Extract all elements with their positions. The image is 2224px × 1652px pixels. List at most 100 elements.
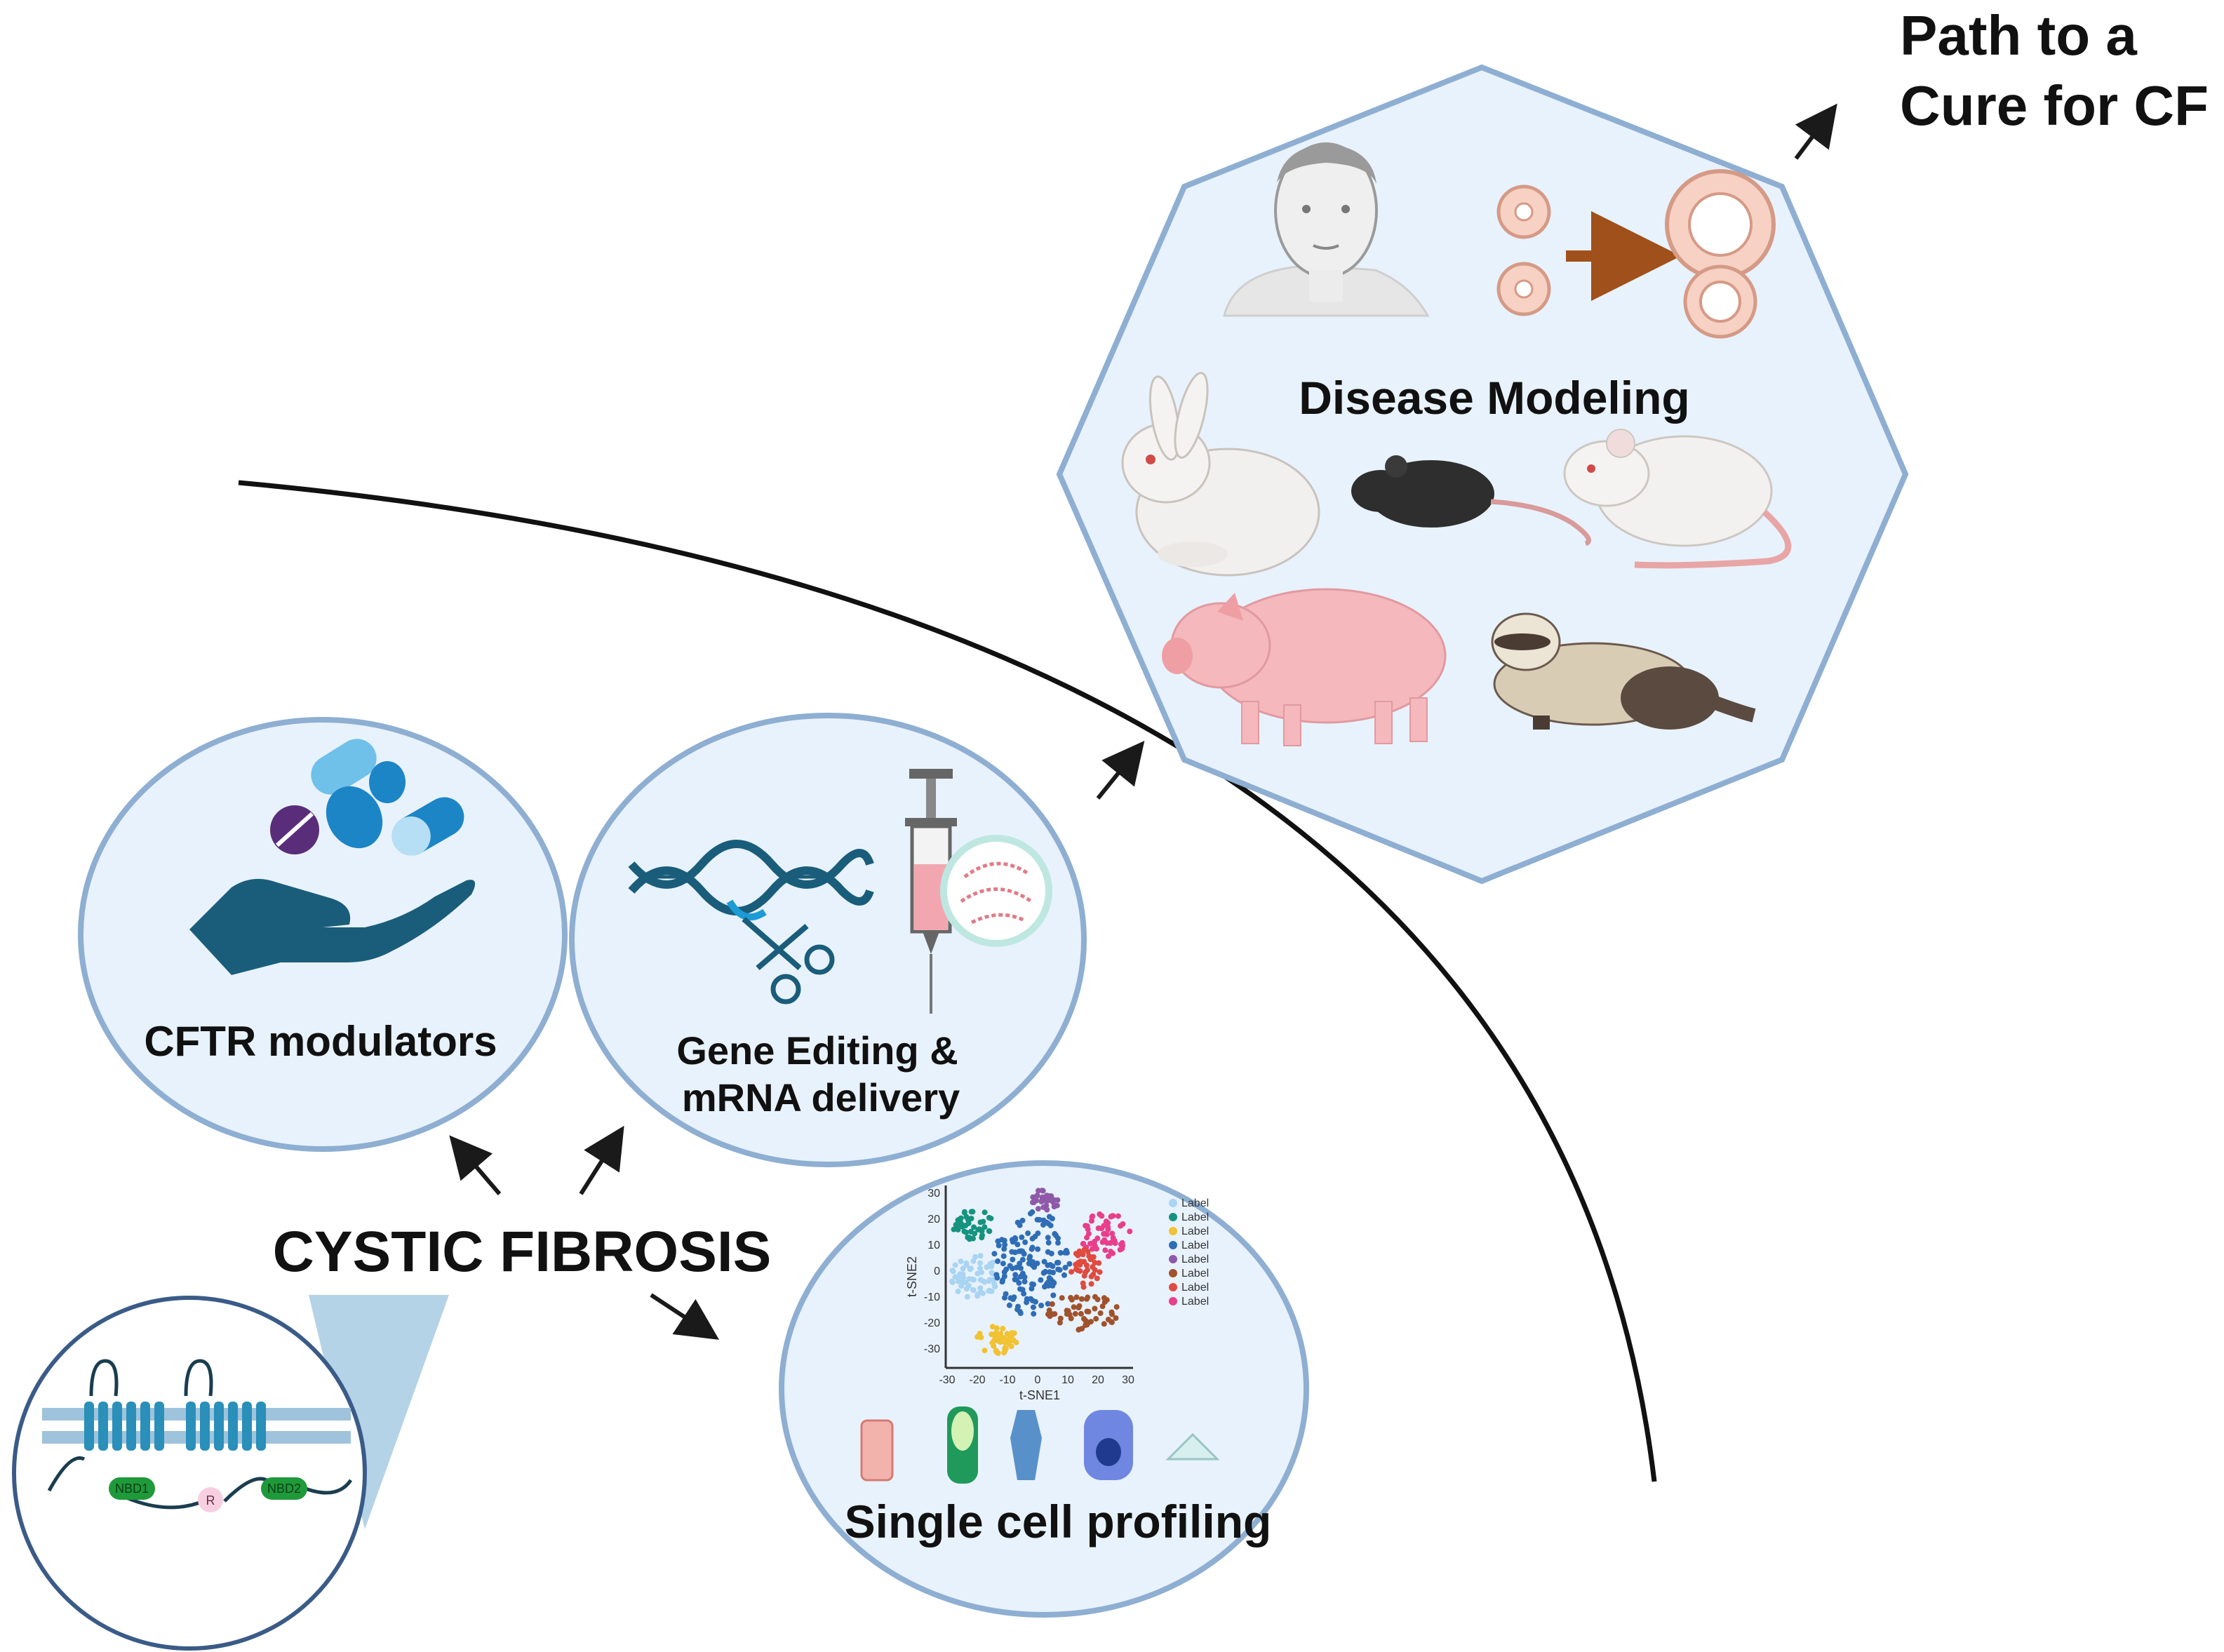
tsne-point [1105,1226,1111,1233]
tsne-point [1029,1235,1036,1242]
tsne-point [1018,1248,1024,1254]
tsne-point [1019,1256,1026,1263]
tsne-point [1092,1294,1098,1300]
tsne-point [1000,1326,1006,1331]
tsne-y-tick: -20 [924,1317,940,1329]
legend-swatch [1169,1255,1177,1263]
tsne-point [1094,1235,1101,1242]
legend-label: Label [1181,1268,1209,1280]
arrow-to-modulators [449,1135,502,1195]
cftr-protein-panel: NBD1 R NBD2 [12,1295,449,1651]
helix-4 [126,1402,136,1451]
tsne-point [958,1258,964,1265]
tsne-point [999,1279,1005,1285]
tsne-points [949,1188,1133,1356]
tsne-point [1085,1294,1091,1301]
tsne-point [1012,1235,1018,1241]
tsne-point [1068,1295,1074,1301]
tsne-point [1080,1280,1086,1287]
tsne-point [1006,1341,1012,1347]
tsne-point [997,1339,1003,1345]
tsne-point [975,1226,982,1233]
tsne-point [1102,1247,1108,1254]
tsne-point [986,1214,992,1221]
tsne-point [1040,1188,1046,1194]
organoid-icon [1496,169,1776,339]
legend-label: Label [1181,1240,1209,1251]
tsne-point [1002,1242,1008,1248]
tsne-point [1030,1194,1036,1200]
tsne-point [979,1232,985,1238]
tsne-point [986,1228,993,1235]
tsne-point [960,1271,966,1277]
tsne-point [1078,1310,1084,1317]
tsne-point [1085,1308,1092,1315]
tsne-point [1029,1281,1035,1287]
tsne-point [1031,1200,1037,1206]
tsne-point [1054,1260,1060,1265]
dna-icon [628,840,874,921]
tsne-point [1014,1306,1021,1312]
tsne-point [956,1224,962,1230]
tsne-point [1064,1311,1070,1317]
tsne-point [1093,1316,1099,1322]
tsne-point [1006,1302,1012,1308]
tsne-point [1092,1259,1098,1265]
secretory-nucleus [1096,1438,1121,1466]
tsne-point [1092,1305,1098,1312]
arrow-to-single-cell [650,1293,720,1340]
tsne-point [982,1224,988,1230]
tsne-point [1057,1250,1064,1256]
tsne-point [1038,1277,1044,1283]
tsne-point [974,1291,981,1298]
tsne-point [1049,1301,1055,1307]
tsne-point [1025,1230,1031,1237]
tsne-x-tick: 30 [1122,1374,1134,1386]
tsne-y-tick: 20 [927,1214,940,1225]
disease-modeling-panel: Disease Modeling [1056,64,1909,885]
legend-swatch [1169,1241,1177,1249]
tsne-point [1096,1260,1102,1266]
tsne-point [1046,1214,1052,1220]
tsne-point [977,1260,984,1266]
helix-6 [154,1402,164,1451]
tsne-point [1075,1267,1081,1273]
legend-label: Label [1181,1197,1209,1209]
tsne-point [958,1215,964,1221]
tsne-point [1062,1265,1069,1270]
tsne-point [1047,1269,1053,1275]
tsne-point [1084,1223,1090,1229]
tsne-point [1021,1279,1028,1284]
tsne-point [1057,1315,1064,1322]
tsne-point [1055,1235,1061,1242]
tsne-point [1113,1315,1119,1321]
cystic-fibrosis-label: CYSTIC FIBROSIS [273,1220,772,1284]
helix-8 [200,1402,210,1451]
tsne-point [996,1242,1002,1249]
tsne-point [1079,1326,1085,1332]
tsne-point [1017,1265,1024,1271]
tsne-x-label: t-SNE1 [1019,1388,1060,1402]
tsne-point [1073,1294,1080,1301]
tsne-point [1078,1296,1085,1302]
tsne-point [1045,1221,1052,1227]
tsne-point [1115,1213,1121,1219]
tsne-point [1083,1262,1090,1268]
pills-icon [270,739,464,856]
tsne-point [977,1331,983,1336]
tsne-point [1090,1271,1097,1277]
tsne-point [1043,1202,1050,1209]
tsne-point [967,1265,974,1272]
tsne-point [1030,1304,1036,1310]
tsne-point [1019,1234,1025,1240]
tsne-point [970,1258,977,1264]
tsne-point [1045,1235,1051,1241]
tsne-x-tick: 10 [1061,1374,1074,1386]
tsne-point [972,1230,978,1237]
tsne-point [977,1285,984,1291]
tsne-point [1088,1281,1094,1287]
tsne-x-tick: -20 [969,1374,985,1386]
tsne-point [1016,1280,1022,1286]
